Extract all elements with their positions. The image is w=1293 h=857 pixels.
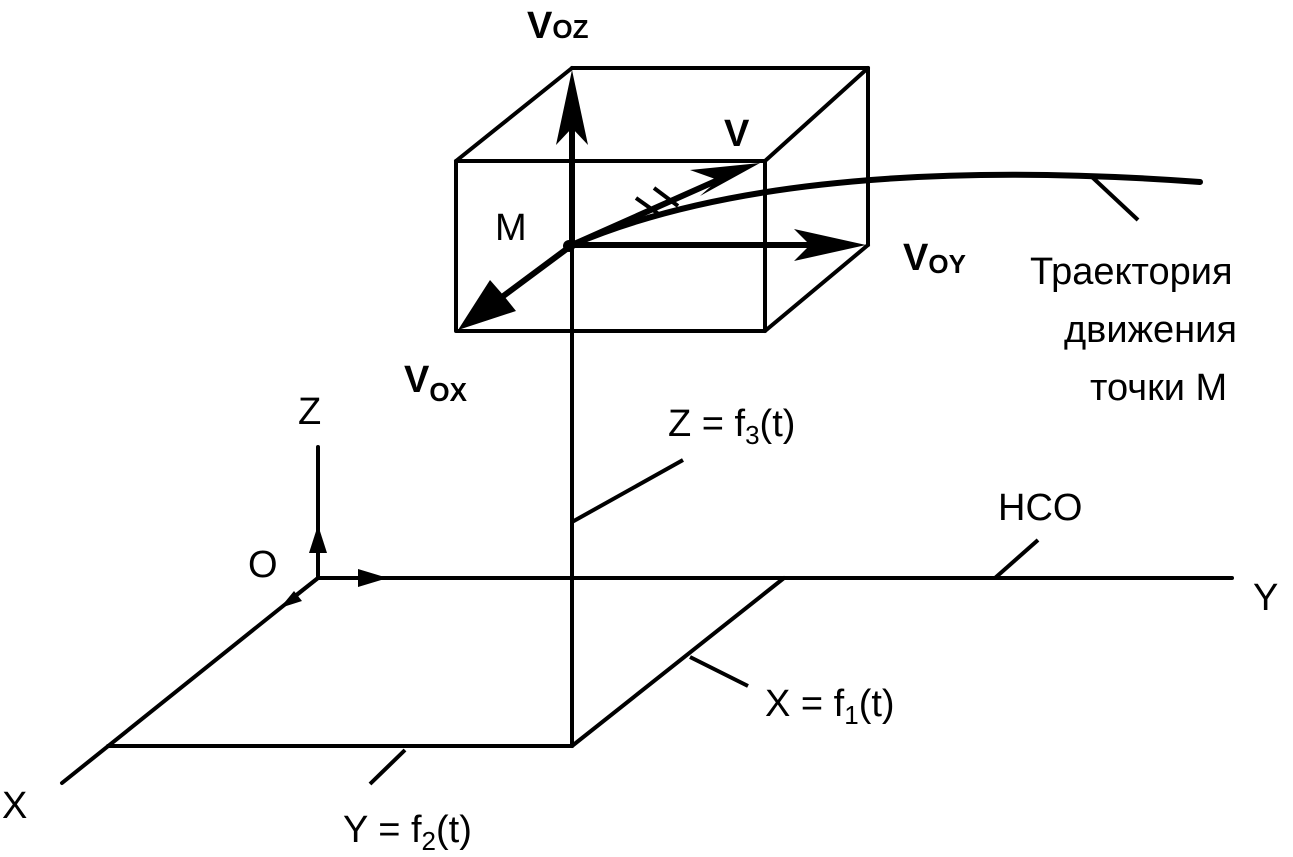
v-label: V [724,113,750,155]
box-edge-top-left [454,66,574,163]
tangent-tick-2 [652,186,680,208]
x-eq-leader [689,655,749,688]
trajectory-label-line-3: точки M [1090,367,1227,409]
origin-label: O [248,544,278,586]
tangent-tick-1 [634,196,662,217]
trajectory-leader [1090,175,1140,222]
z-eq-leader [571,458,684,524]
box-edge-bottom-right [763,243,870,333]
v-oy-label: VOY [903,237,966,279]
trajectory-label-line-2: движения [1064,309,1237,351]
box-edge-top-right [763,66,870,163]
x-axis-line [60,576,320,785]
x-equation-label: X = f1(t) [765,683,895,730]
ground-line-side [570,576,786,748]
hco-leader [993,538,1040,580]
z-axis-label: Z [298,391,321,433]
origin-x-arrow-icon [280,591,302,608]
v-oz-arrow-icon [556,70,588,145]
v-oz-label: VOZ [527,5,589,47]
v-ox-arrow-icon [458,280,516,330]
trajectory-label-line-1: Траектория [1030,251,1233,293]
point-m-dot [563,240,575,252]
v-oy-arrow-icon [794,229,866,261]
v-ox-label: VOX [404,359,468,407]
z-equation-label: Z = f3(t) [668,403,795,450]
y-axis-label: Y [1253,577,1278,619]
trajectory-curve [569,171,1203,248]
origin-y-arrow-icon [358,569,388,587]
y-equation-label: Y = f2(t) [343,809,472,856]
v-arrow-icon [690,163,760,196]
v-ox-vector [495,242,575,303]
m-label: M [495,207,527,249]
hco-label: HCO [998,487,1082,529]
x-axis-label: X [2,785,27,827]
origin-z-arrow-icon [309,525,327,553]
y-eq-leader [368,748,407,786]
